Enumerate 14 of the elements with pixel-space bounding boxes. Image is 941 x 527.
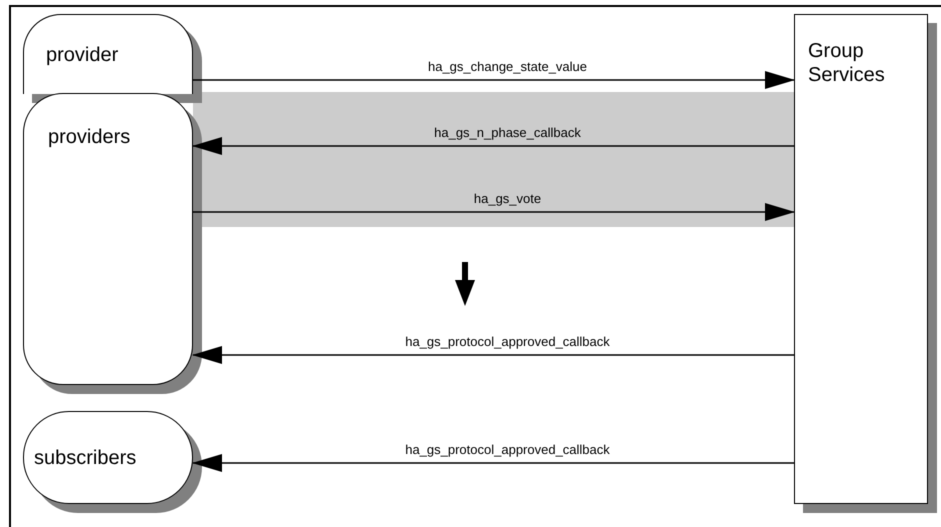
arrow [192, 454, 794, 472]
edge-label: ha_gs_change_state_value [428, 59, 588, 74]
edge-label: ha_gs_protocol_approved_callback [405, 442, 610, 457]
node-label: Group Services [808, 39, 886, 87]
node-label: subscribers [34, 446, 136, 470]
arrow [193, 203, 795, 221]
arrow [193, 71, 795, 89]
edge-label: ha_gs_vote [474, 191, 542, 206]
node-label: provider [46, 43, 118, 67]
node-label: providers [48, 125, 130, 149]
arrow [192, 137, 794, 155]
edge-label: ha_gs_n_phase_callback [434, 125, 581, 140]
edge-label: ha_gs_protocol_approved_callback [405, 334, 610, 349]
arrow [192, 346, 794, 364]
